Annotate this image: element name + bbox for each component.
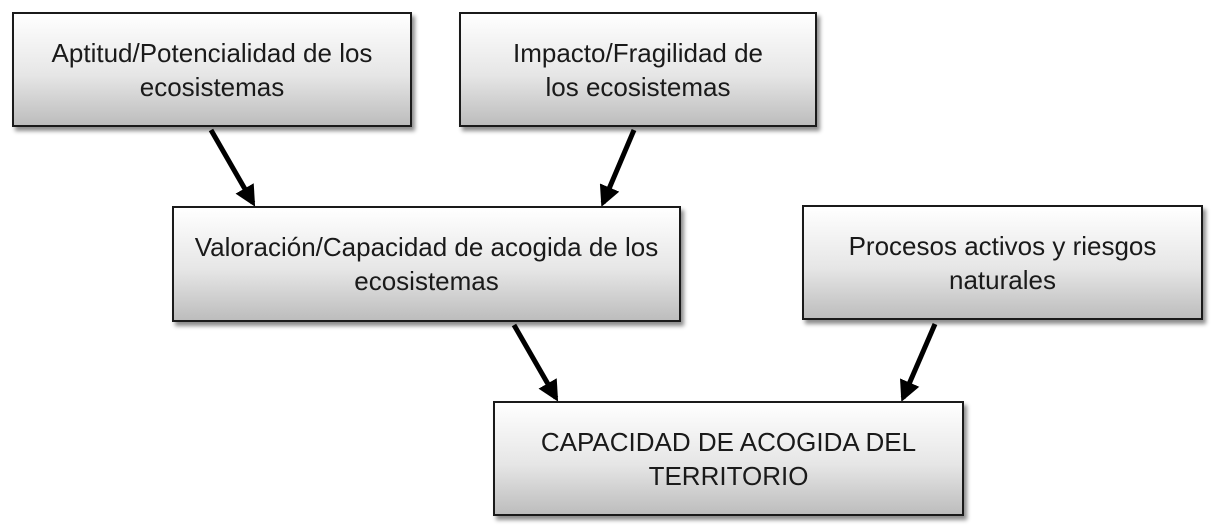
node-aptitud-label: Aptitud/Potencialidad de los ecosistemas [51, 37, 373, 102]
arrow-valoracion-to-capacidad [511, 323, 559, 402]
arrow-impacto-to-valoracion [599, 129, 637, 207]
node-impacto-fragilidad: Impacto/Fragilidad de los ecosistemas [459, 12, 817, 127]
node-valoracion-capacidad: Valoración/Capacidad de acogida de los e… [172, 206, 681, 322]
node-procesos-riesgos: Procesos activos y riesgos naturales [802, 205, 1203, 320]
arrow-aptitud-to-valoracion [208, 128, 256, 207]
node-valoracion-label: Valoración/Capacidad de acogida de los e… [194, 232, 659, 296]
node-procesos-label: Procesos activos y riesgos naturales [848, 230, 1157, 295]
node-capacidad-label: CAPACIDAD DE ACOGIDA DEL TERRITORIO [540, 426, 917, 491]
node-aptitud-potencialidad: Aptitud/Potencialidad de los ecosistemas [12, 12, 412, 127]
node-impacto-label: Impacto/Fragilidad de los ecosistemas [512, 37, 764, 102]
node-capacidad-territorio: CAPACIDAD DE ACOGIDA DEL TERRITORIO [493, 401, 964, 516]
arrow-procesos-to-capacidad [900, 323, 938, 402]
